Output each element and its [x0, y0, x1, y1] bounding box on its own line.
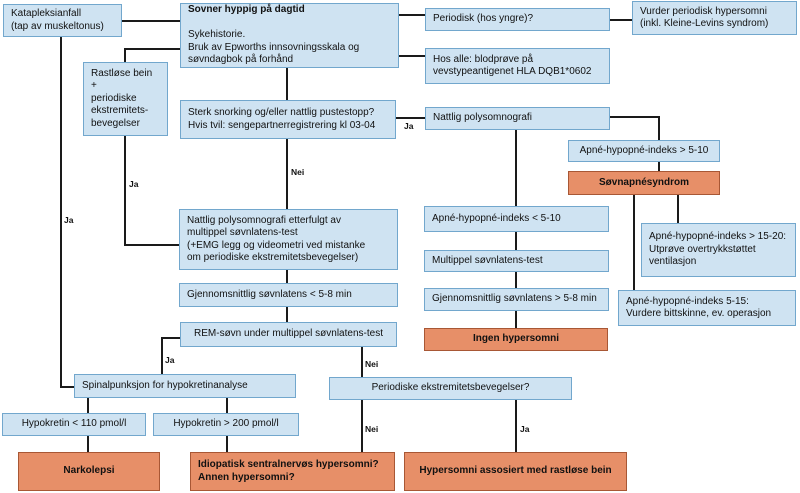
connector-sovner-snorking	[286, 68, 288, 100]
connector-sovner-periodisk	[399, 14, 425, 16]
connector-periodisk-vurder	[610, 19, 632, 21]
node-ahi-5-15-text: Apné-hypopné-indeks 5-15: Vurdere bittsk…	[626, 295, 772, 320]
node-sovner-hyppig-title: Sovner hyppig på dagtid	[188, 4, 305, 16]
node-nattlig-polysomnografi: Nattlig polysomnografi	[425, 107, 610, 130]
edge-label-ja-remsovn: Ja	[165, 355, 175, 365]
node-nattlig-polysomnografi-text: Nattlig polysomnografi	[433, 112, 532, 124]
connector-ahi510low-mslt	[515, 232, 517, 250]
connector-snorking-psg2	[286, 139, 288, 209]
connector-kataplexi-sovner	[122, 20, 180, 22]
edge-label-ja-snorking: Ja	[404, 121, 414, 131]
node-psg-mslt: Nattlig polysomnografi etterfulgt av mul…	[179, 209, 398, 270]
node-periodisk-text: Periodisk (hos yngre)?	[433, 13, 534, 25]
node-hos-alle-blodprove-text: Hos alle: blodprøve på vevstypeantigenet…	[433, 53, 592, 78]
node-ahi-under-5-10: Apné-hypopné-indeks < 5-10	[424, 206, 609, 232]
connector-remsovn-spinal-vertical	[161, 337, 163, 374]
node-ingen-hypersomni-text: Ingen hypersomni	[472, 333, 560, 345]
node-rem-sovn-mslt: REM-søvn under multippel søvnlatens-test	[180, 322, 397, 347]
connector-sovner-hosalle	[399, 55, 425, 57]
connector-kataplexi-spinal-vertical	[60, 37, 62, 388]
edge-label-nei-snorking: Nei	[291, 167, 305, 177]
node-vurder-periodisk: Vurder periodisk hypersomni (inkl. Klein…	[632, 1, 797, 35]
node-hos-alle-blodprove: Hos alle: blodprøve på vevstypeantigenet…	[425, 48, 610, 84]
node-multippel-sovnlatens-test: Multippel søvnlatens-test	[424, 250, 609, 272]
node-psg-mslt-text: Nattlig polysomnografi etterfulgt av mul…	[187, 214, 366, 264]
node-sovnapnesyndrom-text: Søvnapnésyndrom	[598, 176, 690, 188]
connector-nattligpsg-ahi510low	[515, 130, 517, 206]
connector-spinal-hypo110	[87, 398, 89, 413]
node-hypersomni-rastlose-bein-text: Hypersomni assosiert med rastløse bein	[419, 465, 612, 477]
node-sterk-snorking: Sterk snorking og/eller nattlig pustesto…	[180, 100, 396, 139]
connector-remsovn-periodiske2	[361, 347, 363, 377]
node-sovner-hyppig: Sovner hyppig på dagtid Sykehistorie. Br…	[180, 3, 399, 68]
connector-remsovn-spinal-horizontal	[161, 337, 180, 339]
node-sovnlatens-under-5-8: Gjennomsnittlig søvnlatens < 5-8 min	[179, 283, 398, 307]
node-hypokretin-under-110-text: Hypokretin < 110 pmol/l	[21, 418, 127, 430]
connector-sovnapne-ahi515	[633, 195, 635, 290]
connector-sovnapne-ahi1520	[677, 195, 679, 223]
node-multippel-sovnlatens-test-text: Multippel søvnlatens-test	[432, 254, 543, 266]
node-ahi-5-15: Apné-hypopné-indeks 5-15: Vurdere bittsk…	[618, 290, 796, 326]
edge-label-nei-periodiske: Nei	[365, 424, 379, 434]
node-katapleksianfall: Katapleksianfall (tap av muskeltonus)	[3, 4, 122, 37]
node-narkolepsi: Narkolepsi	[18, 452, 160, 491]
connector-nattligpsg-ahi510high-vertical	[658, 116, 660, 140]
node-hypokretin-over-200-text: Hypokretin > 200 pmol/l	[173, 418, 279, 430]
edge-label-nei-remsovn: Nei	[365, 359, 379, 369]
node-sovner-hyppig-content: Sovner hyppig på dagtid Sykehistorie. Br…	[188, 0, 359, 79]
node-sovnlatens-over-5-8-text: Gjennomsnittlig søvnlatens > 5-8 min	[432, 293, 597, 305]
node-ahi-over-15-20: Apné-hypopné-indeks > 15-20: Utprøve ove…	[641, 223, 796, 277]
node-sovnlatens-under-5-8-text: Gjennomsnittlig søvnlatens < 5-8 min	[187, 288, 352, 300]
node-ahi-under-5-10-text: Apné-hypopné-indeks < 5-10	[432, 212, 561, 224]
node-ahi-over-15-20-text: Apné-hypopné-indeks > 15-20: Utprøve ove…	[649, 231, 787, 268]
connector-gjslmore-ingenhyp	[515, 311, 517, 328]
node-periodiske-ekstremitetsbevegelser: Periodiske ekstremitetsbevegelser?	[329, 377, 572, 400]
node-vurder-periodisk-text: Vurder periodisk hypersomni (inkl. Klein…	[640, 5, 769, 30]
connector-sovner-rastlose-vertical	[124, 48, 126, 62]
node-sovner-hyppig-body: Sykehistorie. Bruk av Epworths innsovnin…	[188, 29, 360, 66]
node-rastlose-bein: Rastløse bein + periodiske ekstremitets-…	[83, 62, 168, 136]
connector-kataplexi-spinal-horizontal	[60, 386, 74, 388]
node-idiopatisk-hypersomni: Idiopatisk sentralnervøs hypersomni? Ann…	[190, 452, 395, 491]
edge-label-ja-periodiske: Ja	[520, 424, 530, 434]
node-hypersomni-rastlose-bein: Hypersomni assosiert med rastløse bein	[404, 452, 627, 491]
node-hypokretin-over-200: Hypokretin > 200 pmol/l	[153, 413, 299, 436]
connector-spinal-hypo200	[226, 398, 228, 413]
node-katapleksianfall-text: Katapleksianfall (tap av muskeltonus)	[11, 8, 104, 32]
node-rem-sovn-mslt-text: REM-søvn under multippel søvnlatens-test	[194, 328, 383, 340]
connector-periodiske2-idiopatisk	[361, 400, 363, 452]
edge-label-ja-rastlose: Ja	[129, 179, 139, 189]
connector-rastlose-psg2-vertical	[124, 136, 126, 246]
connector-periodiske2-hyperrastlos	[515, 400, 517, 452]
node-sovnlatens-over-5-8: Gjennomsnittlig søvnlatens > 5-8 min	[424, 288, 609, 311]
node-spinalpunksjon-text: Spinalpunksjon for hypokretinanalyse	[82, 379, 248, 391]
connector-rastlose-psg2-horizontal	[124, 244, 179, 246]
connector-hypo110-narkolepsi	[87, 436, 89, 452]
node-idiopatisk-hypersomni-text: Idiopatisk sentralnervøs hypersomni? Ann…	[198, 459, 379, 483]
connector-gjslless-remsovn	[286, 307, 288, 322]
node-ahi-over-5-10: Apné-hypopné-indeks > 5-10	[568, 140, 720, 162]
node-sovnapnesyndrom: Søvnapnésyndrom	[568, 171, 720, 195]
connector-snorking-nattligpsg	[396, 117, 425, 119]
node-ingen-hypersomni: Ingen hypersomni	[424, 328, 608, 351]
connector-ahi510high-sovnapne	[658, 162, 660, 171]
connector-mslt-gjslmore	[515, 272, 517, 288]
edge-label-ja-kataplexi: Ja	[64, 215, 74, 225]
node-ahi-over-5-10-text: Apné-hypopné-indeks > 5-10	[579, 144, 709, 156]
connector-sovner-rastlose-horizontal	[124, 48, 180, 50]
node-periodisk: Periodisk (hos yngre)?	[425, 8, 610, 31]
connector-hypo200-idiopatisk	[226, 436, 228, 452]
node-narkolepsi-text: Narkolepsi	[63, 465, 115, 477]
node-hypokretin-under-110: Hypokretin < 110 pmol/l	[2, 413, 146, 436]
node-sterk-snorking-text: Sterk snorking og/eller nattlig pustesto…	[188, 107, 376, 131]
node-spinalpunksjon: Spinalpunksjon for hypokretinanalyse	[74, 374, 296, 398]
connector-nattligpsg-ahi510high-horizontal	[610, 116, 660, 118]
connector-psg2-gjslless	[286, 270, 288, 283]
node-periodiske-ekstremitetsbevegelser-text: Periodiske ekstremitetsbevegelser?	[371, 382, 530, 394]
node-rastlose-bein-text: Rastløse bein + periodiske ekstremitets-…	[91, 67, 153, 129]
